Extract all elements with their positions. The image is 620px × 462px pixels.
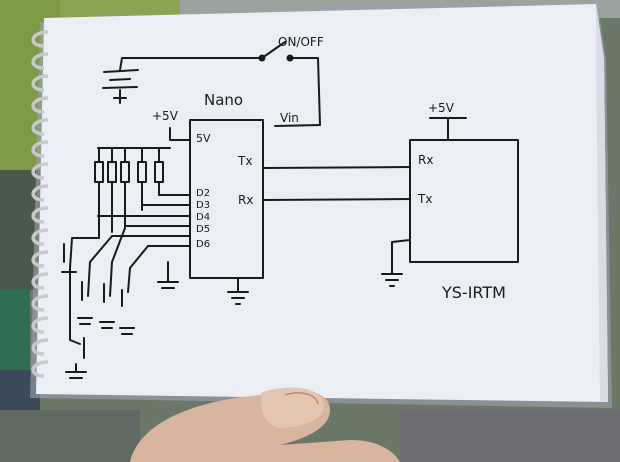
ys-irtm-box (409, 139, 519, 263)
push-button-5 (65, 267, 87, 379)
plus5v-right-label: +5V (428, 101, 455, 115)
vin-label: Vin (280, 111, 299, 125)
d5-label: D5 (196, 224, 210, 235)
d2-label: D2 (196, 188, 210, 199)
push-button-3 (99, 227, 126, 329)
d4-label: D4 (196, 212, 210, 223)
nano-tx-label: Tx (237, 154, 252, 168)
notebook-page (30, 4, 612, 408)
plus5v-left-label: +5V (152, 109, 179, 123)
hand (130, 387, 400, 462)
d3-label: D3 (196, 200, 210, 211)
battery-symbol (102, 69, 139, 89)
switch-symbol (261, 41, 321, 127)
push-button-2 (77, 235, 113, 325)
switch-label: ON/OFF (278, 35, 324, 49)
module-rx-label: Rx (418, 153, 433, 167)
nano-rx-label: Rx (238, 193, 253, 207)
circuit-sketch (61, 41, 519, 379)
module-tx-label: Tx (417, 192, 432, 206)
push-button-4 (119, 245, 149, 335)
d6-label: D6 (196, 239, 210, 250)
module-name-label: YS-IRTM (441, 283, 506, 302)
sketch-labels: ON/OFF Nano Vin 5V Tx Rx D2 D3 D4 D5 D6 … (152, 35, 506, 302)
spiral-binding (31, 30, 49, 378)
nano-5v-label: 5V (196, 132, 211, 145)
nano-label: Nano (204, 91, 243, 109)
